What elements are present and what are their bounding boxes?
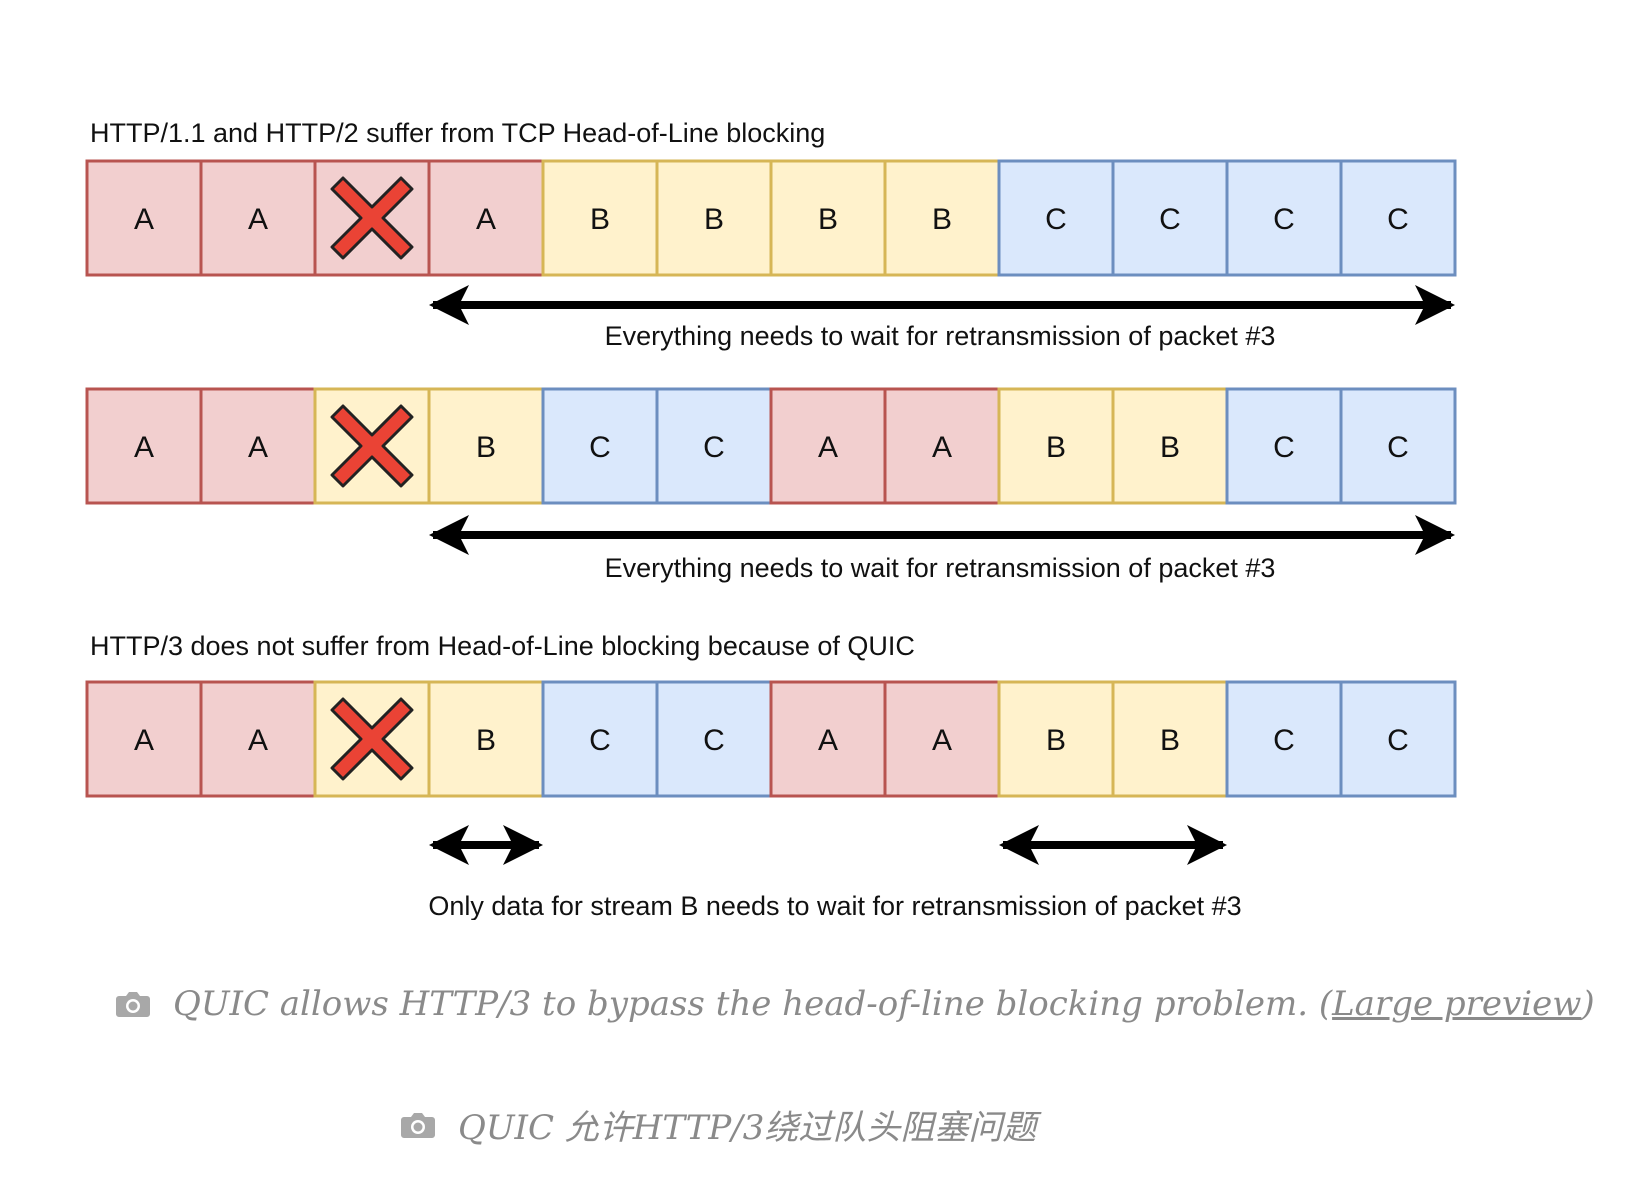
image-caption: QUIC allows HTTP/3 to bypass the head-of… (115, 984, 1595, 1024)
lost-packet-x-icon (330, 697, 414, 781)
packet-b: B (1111, 387, 1229, 505)
packet-a: A (199, 159, 317, 277)
packet-a: A (199, 680, 317, 798)
wait-note: Everything needs to wait for retransmiss… (605, 553, 1276, 583)
packet-c: C (541, 680, 659, 798)
packet-label: B (1160, 724, 1180, 757)
packet-label: A (818, 431, 838, 464)
wait-note: Only data for stream B needs to wait for… (428, 891, 1241, 920)
packet-label: A (248, 203, 268, 236)
packet-label: A (248, 431, 268, 464)
packet-label: C (1387, 431, 1409, 464)
packet-label: A (134, 431, 154, 464)
quic-section-title: HTTP/3 does not suffer from Head-of-Line… (90, 631, 915, 661)
packet-label: C (1273, 431, 1295, 464)
packet-label: C (1387, 724, 1409, 757)
packet-label: C (1387, 203, 1409, 236)
wait-note: Everything needs to wait for retransmiss… (605, 321, 1276, 351)
packet-label: B (476, 431, 496, 464)
chinese-caption: QUIC 允许HTTP/3绕过队头阻塞问题 (400, 1100, 1036, 1149)
packet-label: B (1046, 724, 1066, 757)
packet-label: C (589, 724, 611, 757)
chinese-caption-text: QUIC 允许HTTP/3绕过队头阻塞问题 (458, 1108, 1037, 1148)
packet-label: C (703, 431, 725, 464)
large-preview-link[interactable]: Large preview (1332, 984, 1582, 1024)
packet-b: B (769, 159, 887, 277)
packet-a: A (85, 387, 203, 505)
packet-a: A (769, 387, 887, 505)
caption-text: QUIC allows HTTP/3 to bypass the head-of… (173, 984, 1333, 1024)
packet-label: B (704, 203, 724, 236)
packet-label: B (1160, 431, 1180, 464)
packet-row: A A B C C A A B B C C Only data for stream B needs … (85, 680, 1457, 920)
packet-label: B (590, 203, 610, 236)
packet-label: A (476, 203, 496, 236)
packet-c: C (1339, 387, 1457, 505)
packet-label: A (818, 724, 838, 757)
packet-b: B (427, 387, 545, 505)
packet-label: C (1045, 203, 1067, 236)
packet-label: C (1273, 724, 1295, 757)
packet-b: B (427, 680, 545, 798)
packet-b: B (883, 159, 1001, 277)
lost-packet-x-icon (330, 404, 414, 488)
packet-c: C (1225, 159, 1343, 277)
packet-a: A (85, 680, 203, 798)
camera-icon (116, 992, 150, 1017)
packet-label: A (134, 203, 154, 236)
packet-b (313, 387, 431, 505)
packet-b: B (997, 387, 1115, 505)
packet-row: A A B C C A A B B C C Everything needs to wait for … (85, 387, 1457, 583)
packet-b (313, 680, 431, 798)
packet-a: A (85, 159, 203, 277)
packet-b: B (541, 159, 659, 277)
packet-label: A (932, 431, 952, 464)
hol-blocking-diagram: HTTP/1.1 and HTTP/2 suffer from TCP Head… (85, 118, 1457, 920)
packet-a: A (883, 680, 1001, 798)
packet-c: C (655, 387, 773, 505)
packet-label: A (134, 724, 154, 757)
tcp-section-title: HTTP/1.1 and HTTP/2 suffer from TCP Head… (90, 118, 825, 148)
packet-c: C (655, 680, 773, 798)
packet-label: B (818, 203, 838, 236)
packet-a: A (427, 159, 545, 277)
packet-a: A (199, 387, 317, 505)
packet-b: B (655, 159, 773, 277)
packet-a: A (883, 387, 1001, 505)
packet-b: B (997, 680, 1115, 798)
packet-label: C (703, 724, 725, 757)
packet-label: A (248, 724, 268, 757)
packet-label: C (1159, 203, 1181, 236)
packet-c: C (1339, 159, 1457, 277)
packet-c: C (1111, 159, 1229, 277)
packet-label: C (1273, 203, 1295, 236)
packet-label: C (589, 431, 611, 464)
packet-b: B (1111, 680, 1229, 798)
packet-row: A A A B B B B C C C C Everything needs to wait for … (85, 159, 1457, 351)
lost-packet-x-icon (330, 176, 414, 260)
packet-a (313, 159, 431, 277)
packet-label: A (932, 724, 952, 757)
packet-c: C (1339, 680, 1457, 798)
packet-c: C (541, 387, 659, 505)
caption-close-paren: ) (1581, 984, 1595, 1024)
packet-label: B (476, 724, 496, 757)
packet-label: B (932, 203, 952, 236)
packet-c: C (1225, 387, 1343, 505)
packet-c: C (997, 159, 1115, 277)
packet-a: A (769, 680, 887, 798)
camera-icon (401, 1112, 435, 1138)
packet-label: B (1046, 431, 1066, 464)
packet-c: C (1225, 680, 1343, 798)
